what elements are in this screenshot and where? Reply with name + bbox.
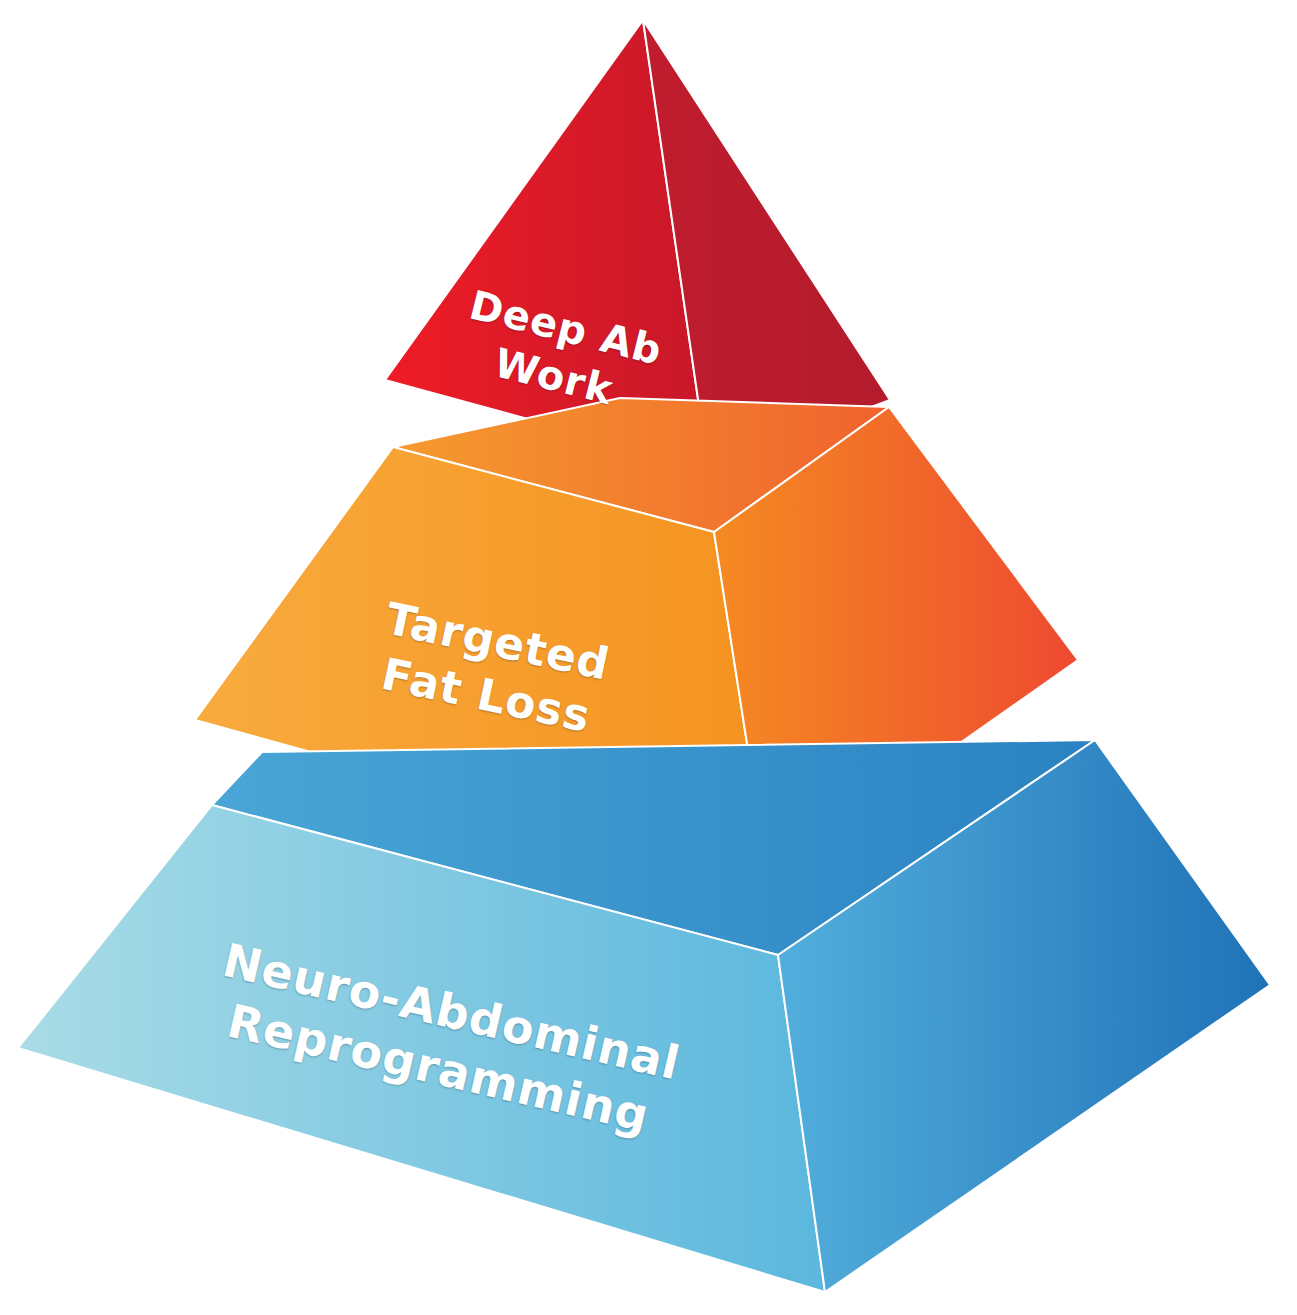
- pyramid-base-tier: Neuro-Abdominal Reprogramming: [12, 730, 1277, 1300]
- tier-shape: [12, 730, 1277, 1300]
